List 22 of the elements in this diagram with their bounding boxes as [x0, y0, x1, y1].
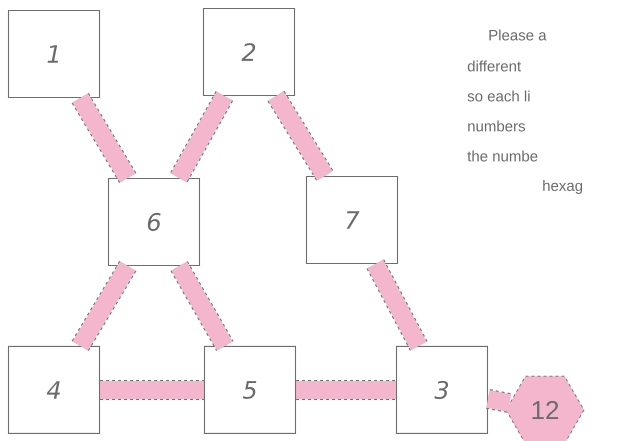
number-box: 1 — [8, 10, 100, 98]
connector-band — [170, 91, 234, 183]
connector-band — [267, 90, 334, 182]
connector-band — [72, 260, 136, 352]
number-box: 7 — [306, 176, 398, 264]
connector-band — [100, 380, 204, 400]
text-line: numbers — [468, 120, 525, 132]
number-box: 2 — [202, 8, 296, 96]
text-line: different — [468, 60, 522, 72]
number-box: 5 — [204, 346, 296, 434]
connector-band — [486, 389, 512, 413]
text-line: hexag — [543, 180, 582, 194]
number-box: 4 — [8, 346, 100, 434]
connector-band — [296, 380, 396, 400]
connector-band — [366, 259, 428, 351]
number-box: 6 — [108, 178, 200, 266]
text-line: Please a — [489, 29, 547, 40]
connector-band — [72, 92, 136, 184]
number-box: 3 — [396, 346, 488, 434]
text-line: so each li — [468, 90, 530, 102]
text-line: the numbe — [467, 150, 538, 162]
connector-band — [170, 261, 234, 351]
